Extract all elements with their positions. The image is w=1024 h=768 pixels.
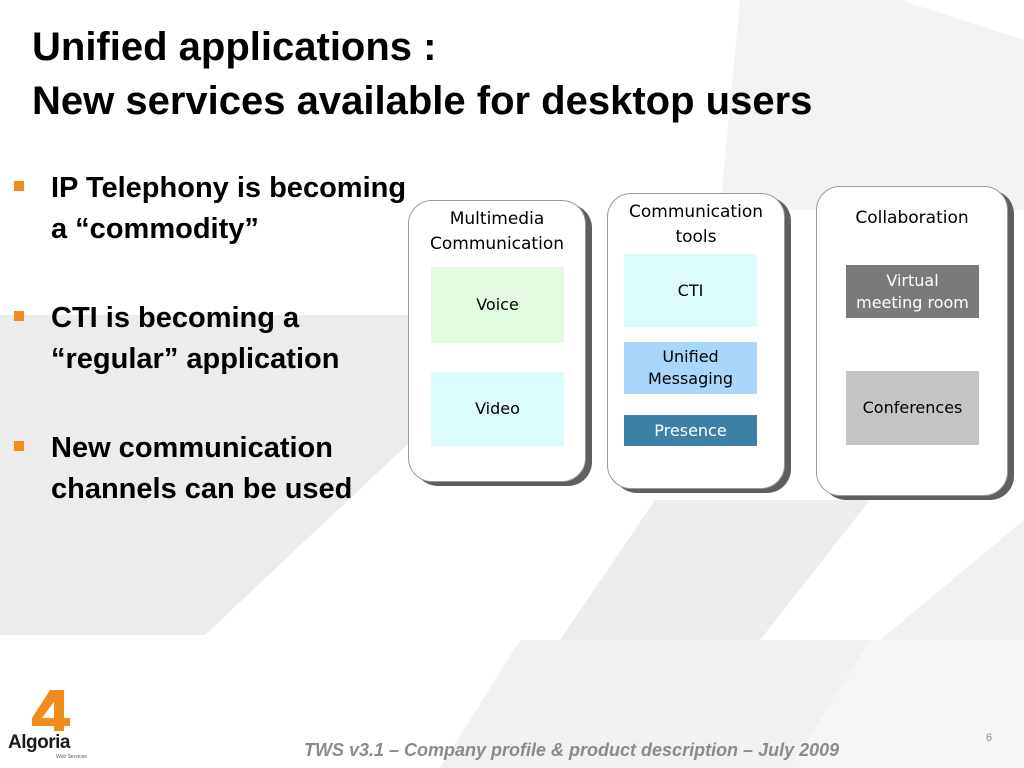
algoria-logo: Algoria Web Services (8, 688, 90, 764)
bullet-item: IP Telephony is becoming a “commodity” (14, 168, 414, 250)
service-box-virtual-meeting-room: Virtual meeting room (846, 265, 979, 318)
group-multimedia-communication: Multimedia Communication Voice Video (408, 200, 586, 482)
group-title: Collaboration (855, 208, 969, 228)
bullet-item: CTI is becoming a “regular” application (14, 298, 414, 380)
bullet-square-icon (14, 181, 24, 191)
service-box-video: Video (431, 372, 564, 446)
group-title: Multimedia Communication (430, 209, 564, 254)
algoria-logo-icon (32, 690, 70, 731)
bullet-text: IP Telephony is becoming a “commodity” (51, 172, 407, 245)
bullet-text: CTI is becoming a “regular” application (51, 302, 340, 375)
logo-tagline: Web Services (56, 754, 87, 760)
footer-text: TWS v3.1 – Company profile & product des… (304, 740, 840, 760)
bullet-list: IP Telephony is becoming a “commodity” C… (14, 168, 414, 558)
group-title: Communication tools (629, 202, 763, 247)
group-collaboration: Collaboration Virtual meeting room Confe… (816, 186, 1008, 496)
bullet-square-icon (14, 441, 24, 451)
service-box-voice: Voice (431, 267, 564, 343)
service-box-cti: CTI (624, 254, 757, 327)
title-line-1: Unified applications : (32, 25, 437, 69)
bullet-item: New communication channels can be used (14, 428, 414, 510)
bullet-text: New communication channels can be used (51, 432, 353, 505)
service-box-unified-messaging: Unified Messaging (624, 342, 757, 394)
logo-wordmark: Algoria (8, 732, 70, 753)
service-box-conferences: Conferences (846, 371, 979, 445)
title-line-2: New services available for desktop users (32, 79, 813, 123)
service-box-presence: Presence (624, 415, 757, 446)
group-communication-tools: Communication tools CTI Unified Messagin… (607, 193, 785, 489)
bullet-square-icon (14, 311, 24, 321)
slide-title: Unified applications : New services avai… (32, 20, 812, 128)
page-number: 6 (986, 732, 993, 744)
